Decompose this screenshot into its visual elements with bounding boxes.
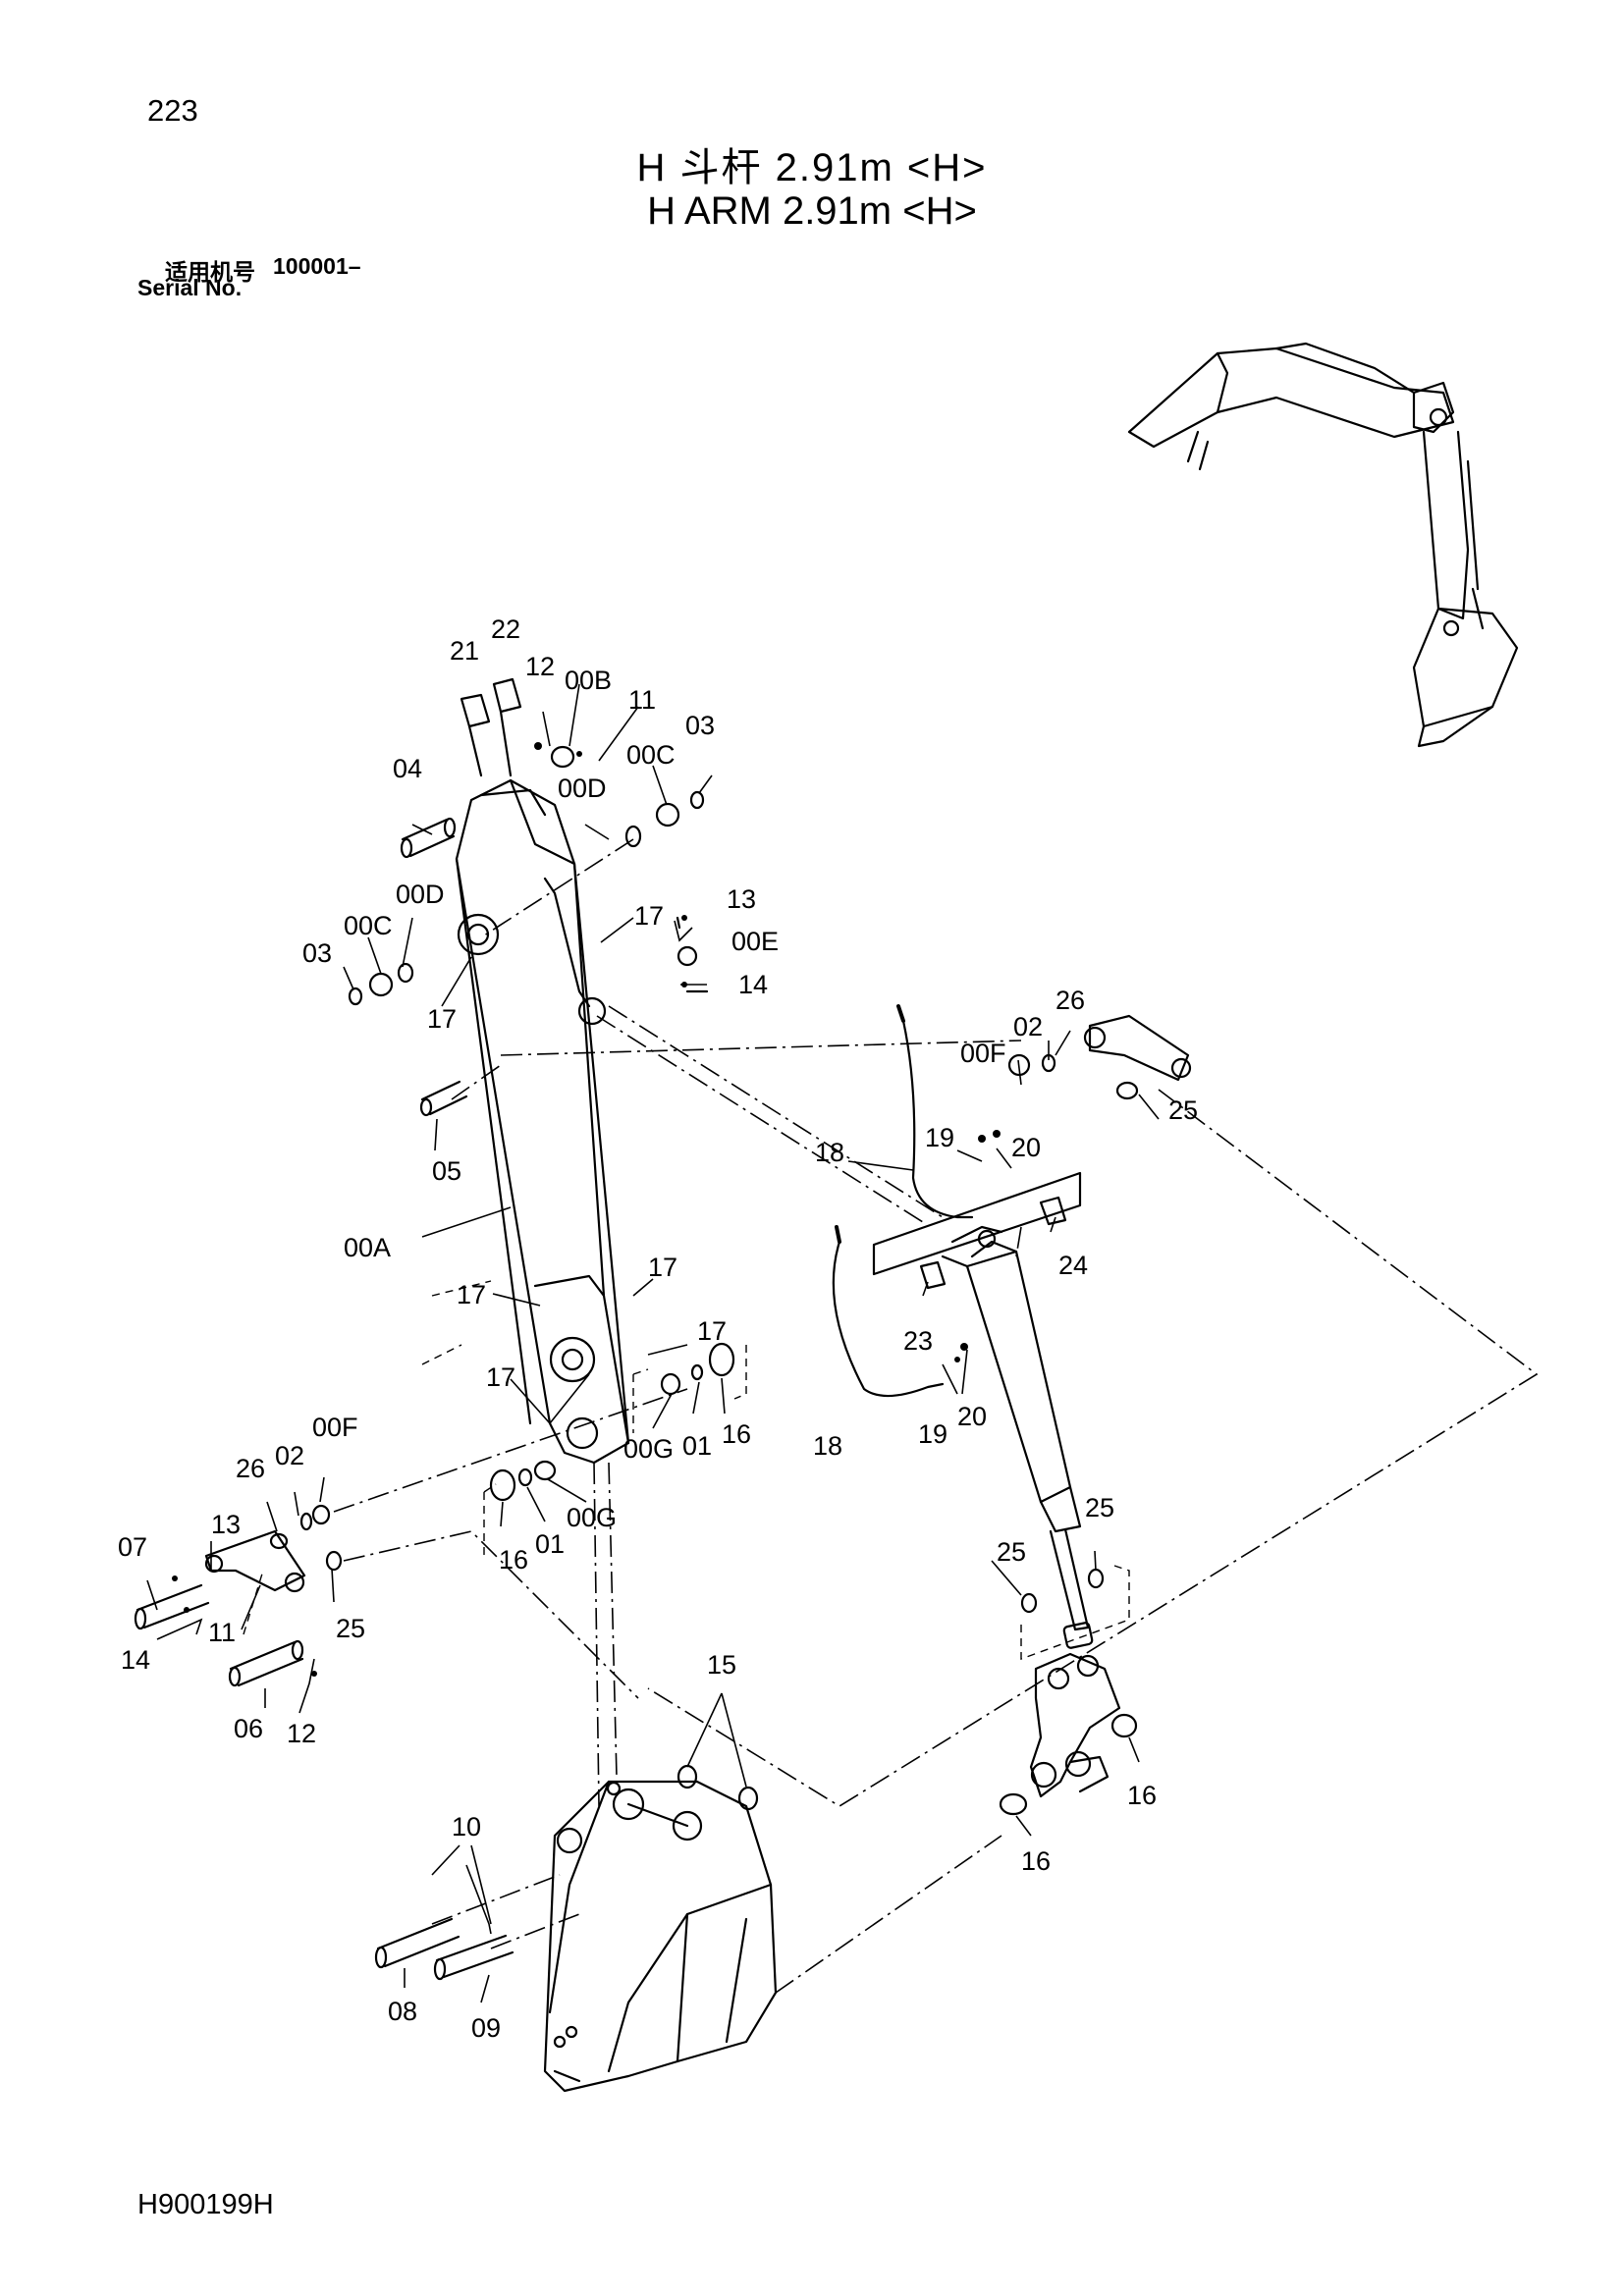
callout-01: 01 (682, 1431, 712, 1461)
callout-20: 20 (1011, 1133, 1041, 1162)
callout-19: 19 (918, 1419, 947, 1449)
callout-00C: 00C (626, 740, 676, 770)
callout-22: 22 (491, 614, 520, 644)
callout-03: 03 (302, 938, 332, 968)
excavator-overview-thumbnail (1127, 342, 1519, 748)
callout-00D: 00D (396, 880, 445, 909)
callout-16: 16 (499, 1545, 528, 1575)
callout-16: 16 (722, 1419, 751, 1449)
callout-11: 11 (208, 1618, 236, 1647)
callout-03: 03 (685, 711, 715, 740)
callout-17: 17 (457, 1280, 486, 1309)
callout-15: 15 (707, 1650, 736, 1680)
page-title-chinese: H 斗杆 2.91m <H> (636, 146, 988, 189)
callout-02: 02 (1013, 1012, 1043, 1041)
callout-16: 16 (1127, 1781, 1157, 1810)
callout-17: 17 (486, 1362, 515, 1392)
callout-24: 24 (1058, 1251, 1088, 1280)
callout-00F: 00F (312, 1413, 358, 1442)
callout-00D: 00D (558, 774, 607, 803)
callout-12: 12 (287, 1719, 316, 1748)
callout-10: 10 (452, 1812, 481, 1842)
callout-25: 25 (1085, 1493, 1114, 1522)
callout-18: 18 (813, 1431, 842, 1461)
callout-25: 25 (336, 1614, 365, 1643)
callout-14: 14 (121, 1645, 150, 1675)
callout-13: 13 (727, 884, 756, 914)
serial-label-english: Serial No. (137, 275, 243, 300)
callout-00A: 00A (344, 1233, 391, 1262)
bucket-cylinder (941, 1225, 1094, 1649)
callout-13: 13 (211, 1510, 241, 1539)
callout-17: 17 (697, 1316, 727, 1346)
arm-body (455, 778, 630, 1465)
callout-25: 25 (1168, 1095, 1198, 1125)
callout-11: 11 (628, 685, 656, 715)
callout-14: 14 (738, 970, 768, 999)
callout-12: 12 (525, 652, 555, 681)
callout-02: 02 (275, 1441, 304, 1470)
side-link (1029, 1652, 1121, 1798)
callout-00F: 00F (960, 1039, 1006, 1068)
page-number: 223 (147, 93, 198, 128)
callout-17: 17 (634, 901, 664, 931)
callout-07: 07 (118, 1532, 147, 1562)
bucket (543, 1780, 778, 2093)
serial-number-value: 100001– (273, 253, 361, 279)
callout-20: 20 (957, 1402, 987, 1431)
callout-05: 05 (432, 1156, 461, 1186)
callout-00E: 00E (731, 927, 779, 956)
callout-19: 19 (925, 1123, 954, 1152)
callout-21: 21 (450, 636, 479, 666)
callout-09: 09 (471, 2013, 501, 2043)
callout-18: 18 (815, 1138, 844, 1167)
serial-label-chinese: 适用机号 (165, 259, 255, 285)
callout-26: 26 (236, 1454, 265, 1483)
callout-00B: 00B (565, 666, 612, 695)
callout-00G: 00G (623, 1434, 674, 1464)
page-title-english: H ARM 2.91m <H> (647, 189, 977, 233)
callout-00G: 00G (567, 1503, 617, 1532)
callout-00C: 00C (344, 911, 393, 940)
callout-23: 23 (903, 1326, 933, 1356)
callout-25: 25 (997, 1537, 1026, 1567)
callout-16: 16 (1021, 1846, 1051, 1876)
callout-04: 04 (393, 754, 422, 783)
callout-01: 01 (535, 1529, 565, 1559)
callout-08: 08 (388, 1997, 417, 2026)
callout-17: 17 (648, 1253, 677, 1282)
callout-17: 17 (427, 1004, 457, 1034)
callout-06: 06 (234, 1714, 263, 1743)
document-code: H900199H (137, 2189, 274, 2220)
callout-26: 26 (1056, 986, 1085, 1015)
